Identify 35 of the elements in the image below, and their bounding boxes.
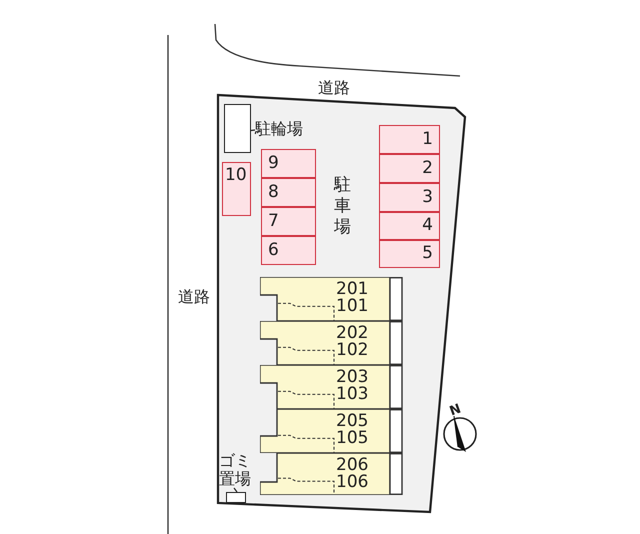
parking-space: 5 xyxy=(379,240,440,268)
road-label: 道路 xyxy=(318,78,350,98)
bicycle-parking-box xyxy=(224,104,251,153)
parking-space: 8 xyxy=(261,178,316,207)
road-label: 道路 xyxy=(178,287,210,307)
parking-space: 6 xyxy=(261,236,316,265)
unit-number: 105 xyxy=(336,430,368,447)
apartment-unit xyxy=(260,409,403,453)
unit-number: 201 xyxy=(336,281,368,298)
unit-number: 205 xyxy=(336,413,368,430)
apartment-unit xyxy=(260,321,403,365)
unit-number: 203 xyxy=(336,369,368,386)
unit-number: 106 xyxy=(336,474,368,491)
compass-letter: N xyxy=(447,400,464,420)
parking-space: 10 xyxy=(222,162,251,216)
unit-number: 206 xyxy=(336,457,368,474)
apartment-unit xyxy=(260,277,403,321)
garbage-box xyxy=(226,492,246,503)
parking-space: 2 xyxy=(379,154,440,183)
unit-number: 202 xyxy=(336,325,368,342)
parking-space: 3 xyxy=(379,183,440,212)
apartment-unit xyxy=(260,453,403,495)
unit-number: 102 xyxy=(336,342,368,359)
parking-lot-label: 駐車場 xyxy=(334,175,352,238)
apartment-unit xyxy=(260,365,403,409)
leader-line xyxy=(234,488,238,492)
parking-space: 1 xyxy=(379,125,440,154)
parking-space: 4 xyxy=(379,212,440,240)
area-label: 駐輪場 xyxy=(255,120,307,140)
unit-number: 101 xyxy=(336,298,368,315)
parking-space: 7 xyxy=(261,207,316,236)
leader-line xyxy=(250,129,256,132)
unit-number: 103 xyxy=(336,386,368,403)
parking-space: 9 xyxy=(261,149,316,178)
area-label: ゴミ置場 xyxy=(219,452,253,488)
